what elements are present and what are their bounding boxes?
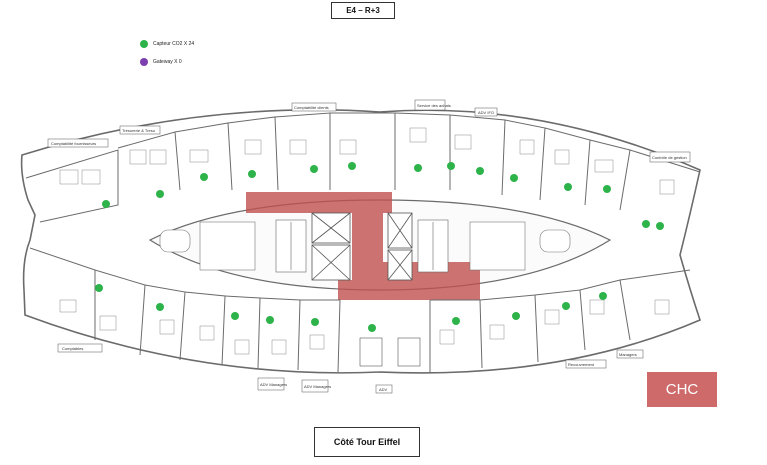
label-adv-ifo: ADV IFO (478, 110, 494, 115)
label-adv-manager-1: ADV Managers (260, 382, 287, 387)
floor-title: E4 – R+3 (331, 2, 395, 19)
label-controle-gestion: Contrôle de gestion (652, 155, 687, 160)
legend-gateway: Gateway X 0 (140, 58, 182, 66)
sensor-dot (348, 162, 356, 170)
sensor-dot (310, 165, 318, 173)
sensor-dot (414, 164, 422, 172)
sensor-dot (368, 324, 376, 332)
label-managers: Managers (619, 352, 637, 357)
sensor-dot (95, 284, 103, 292)
label-adv: ADV (379, 387, 388, 392)
sensor-dot (200, 173, 208, 181)
label-comptables: Comptables (62, 346, 83, 351)
sensor-dot-icon (140, 40, 148, 48)
sensor-dot (510, 174, 518, 182)
restrooms (159, 221, 571, 271)
legend-sensor-label: Capteur CO2 X 24 (153, 41, 195, 47)
label-service: Service des achats (417, 103, 451, 108)
sensor-dot (102, 200, 110, 208)
sensor-dot (564, 183, 572, 191)
sensor-dot (599, 292, 607, 300)
desks (59, 127, 675, 355)
sensor-dot (311, 318, 319, 326)
label-adv-manager-2: ADV Managers (304, 384, 331, 389)
sensor-dot (156, 190, 164, 198)
elevators (311, 212, 413, 281)
circulation-zone (246, 192, 480, 300)
label-tresorie: Trésorerie & Treso (122, 128, 156, 133)
label-comptabilite-clients: Comptabilité clients (294, 105, 329, 110)
sensor-dot (642, 220, 650, 228)
sensor-dot (512, 312, 520, 320)
orientation-label: Côté Tour Eiffel (314, 427, 420, 457)
meeting-tables (359, 337, 421, 367)
legend-sensor: Capteur CO2 X 24 (140, 40, 194, 48)
legend-gateway-label: Gateway X 0 (153, 59, 182, 65)
sensor-dot (656, 222, 664, 230)
label-comptabilite-fournisseurs: Comptabilité fournisseurs (51, 141, 96, 146)
chc-badge: CHC (647, 372, 717, 407)
bottom-rooms (29, 247, 691, 373)
sensor-dot (156, 303, 164, 311)
sensor-dot (447, 162, 455, 170)
sensor-dot (562, 302, 570, 310)
sensor-dot (248, 170, 256, 178)
sensor-dot (603, 185, 611, 193)
sensor-dot (476, 167, 484, 175)
label-recouvrement: Recouvrement (568, 362, 595, 367)
stairs (275, 219, 449, 273)
zone-labels: Comptabilité fournisseurs Trésorerie & T… (47, 99, 691, 394)
sensor-dot (231, 312, 239, 320)
gateway-dot-icon (140, 58, 148, 66)
co2-sensors (95, 162, 664, 332)
sensor-dot (452, 317, 460, 325)
sensor-dot (266, 316, 274, 324)
